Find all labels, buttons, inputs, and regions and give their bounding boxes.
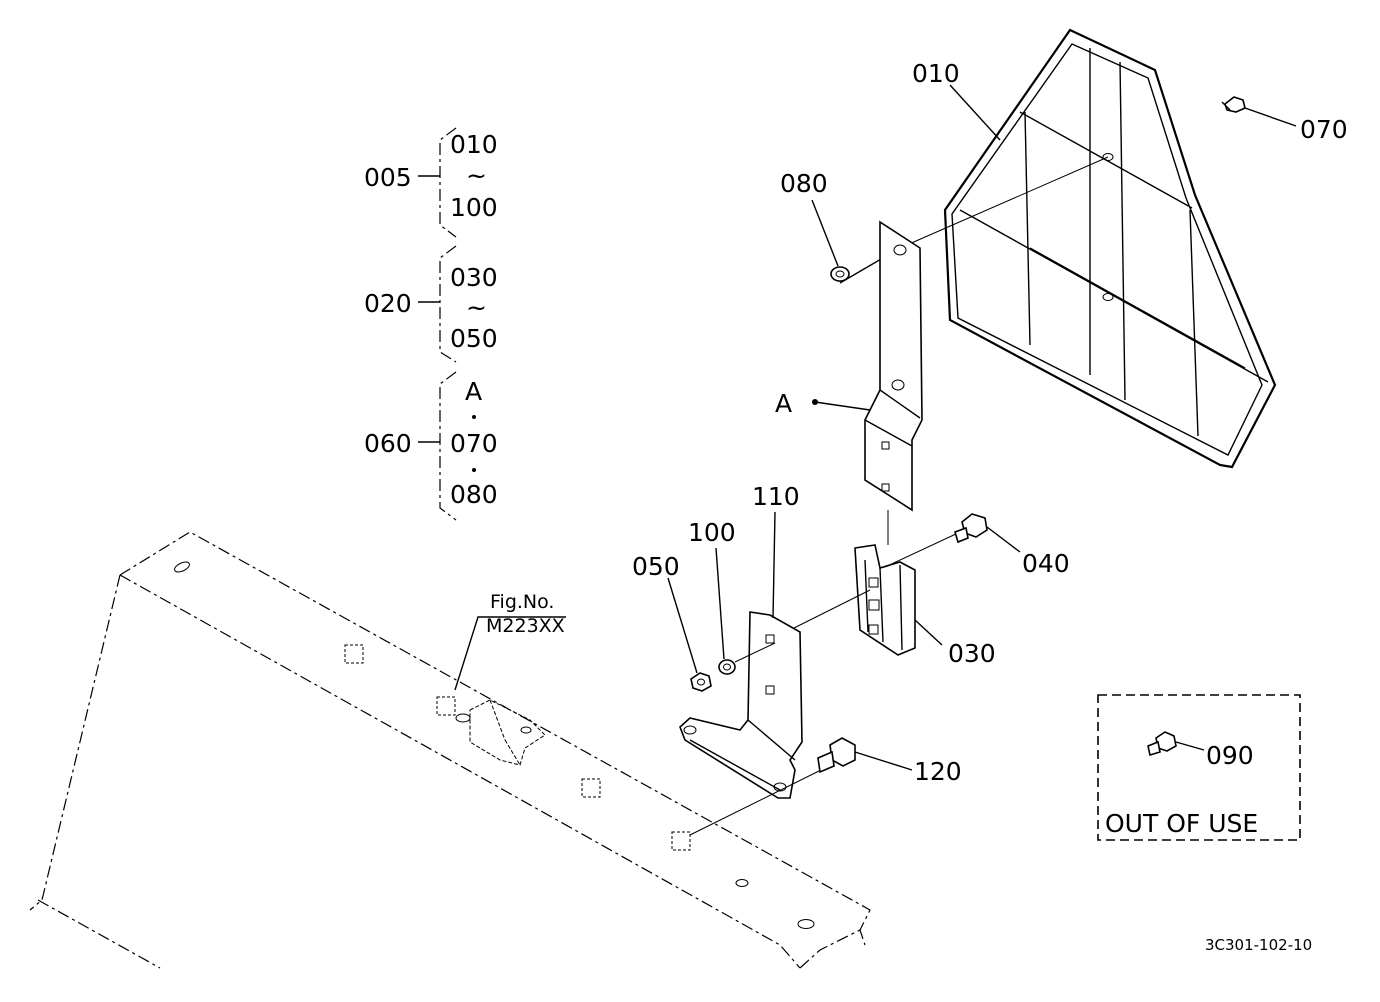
- nut-050: 050: [632, 552, 712, 692]
- group-005-from: 010: [450, 130, 498, 159]
- group-060-item-080: 080: [450, 480, 498, 509]
- washer-100: 100: [688, 518, 776, 675]
- fig-ref-line2: M223XX: [486, 615, 565, 637]
- callout-050: 050: [632, 552, 680, 581]
- out-of-use-label: OUT OF USE: [1105, 809, 1258, 838]
- reflector-panel-010: 010: [912, 28, 1277, 469]
- callout-120: 120: [914, 757, 962, 786]
- bolt-120: 120: [689, 737, 962, 836]
- base-bracket-110: 110: [679, 482, 871, 799]
- callout-080: 080: [780, 169, 828, 198]
- group-020-tilde: ~: [466, 293, 487, 322]
- out-of-use-box: 090 OUT OF USE: [1097, 694, 1301, 841]
- callout-030: 030: [948, 639, 996, 668]
- group-060-code: 060: [364, 429, 412, 458]
- group-005: 005 010 ~ 100: [364, 127, 498, 238]
- nut-080: 080: [780, 169, 850, 282]
- callout-010: 010: [912, 59, 960, 88]
- callout-110: 110: [752, 482, 800, 511]
- holder-030: 030: [854, 544, 996, 668]
- callout-090: 090: [1206, 741, 1254, 770]
- callout-a: A: [775, 389, 792, 418]
- group-005-code: 005: [364, 163, 412, 192]
- bolt-040: 040: [884, 513, 1070, 578]
- group-060-item-070: 070: [450, 429, 498, 458]
- base-frame: Fig.No. M223XX: [29, 531, 871, 969]
- group-005-to: 100: [450, 193, 498, 222]
- screw-070: 070: [1221, 96, 1348, 144]
- fig-ref-line1: Fig.No.: [490, 591, 554, 613]
- callout-070: 070: [1300, 115, 1348, 144]
- drawing-number: 3C301-102-10: [1205, 936, 1312, 954]
- group-020-code: 020: [364, 289, 412, 318]
- callout-040: 040: [1022, 549, 1070, 578]
- group-060-item-a: A: [465, 377, 482, 406]
- callout-100: 100: [688, 518, 736, 547]
- stay-bracket-a: A: [775, 156, 1109, 545]
- group-020-to: 050: [450, 324, 498, 353]
- group-005-tilde: ~: [466, 161, 487, 190]
- group-060: 060 A 070 080: [364, 371, 498, 521]
- group-020: 020 030 ~ 050: [364, 245, 498, 363]
- group-020-from: 030: [450, 263, 498, 292]
